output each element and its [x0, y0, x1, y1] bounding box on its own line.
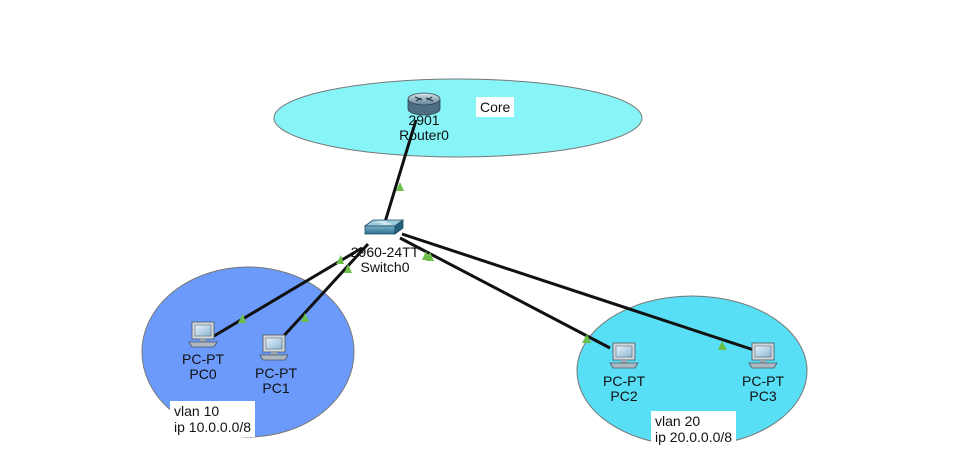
pc3-model: PC-PT [742, 373, 784, 389]
core-label-text: Core [480, 99, 511, 115]
vlan10-name: vlan 10 [174, 403, 220, 419]
link-indicator [582, 334, 591, 343]
link-switch0-pc3[interactable] [401, 232, 761, 354]
router0-name: Router0 [399, 127, 449, 143]
pc1-label: PC-PT PC1 [241, 366, 311, 396]
link-indicator [301, 313, 309, 322]
vlan20-name: vlan 20 [655, 413, 701, 429]
link-indicator [396, 182, 404, 191]
pc3-name: PC3 [749, 388, 777, 404]
link-indicator [718, 341, 727, 350]
router0-label: 2901 Router0 [384, 113, 464, 143]
pc-icon[interactable] [609, 342, 639, 369]
core-area [273, 78, 643, 158]
switch0-name: Switch0 [360, 259, 410, 275]
link-router0-switch0[interactable] [380, 119, 418, 233]
pc1-name: PC1 [262, 380, 290, 396]
pc0-name: PC0 [189, 366, 217, 382]
switch0-model: 2960-24TT [350, 244, 420, 260]
link-indicator [344, 264, 352, 273]
link-indicator [426, 252, 434, 261]
vlan10-area [141, 266, 355, 438]
switch-icon[interactable] [363, 219, 405, 235]
pc-icon[interactable] [188, 321, 218, 348]
pc0-model: PC-PT [182, 351, 224, 367]
router-icon[interactable] [407, 92, 441, 116]
pc1-model: PC-PT [255, 365, 297, 381]
pc0-label: PC-PT PC0 [168, 352, 238, 382]
pc2-label: PC-PT PC2 [589, 374, 659, 404]
vlan20-note: vlan 20 ip 20.0.0.0/8 [651, 411, 737, 447]
link-indicator [238, 314, 246, 323]
vlan10-network: ip 10.0.0.0/8 [174, 419, 252, 435]
vlan10-note: vlan 10 ip 10.0.0.0/8 [170, 401, 256, 437]
link-indicator [336, 255, 344, 264]
pc2-model: PC-PT [603, 373, 645, 389]
link-switch0-pc1[interactable] [278, 242, 370, 342]
switch0-label: 2960-24TT Switch0 [335, 245, 435, 275]
link-switch0-pc0[interactable] [213, 246, 363, 338]
vlan20-network: ip 20.0.0.0/8 [655, 429, 733, 445]
core-area-label: Core [476, 97, 515, 117]
pc-icon[interactable] [259, 334, 289, 361]
pc-icon[interactable] [748, 342, 778, 369]
router0-model: 2901 [408, 112, 440, 128]
pc3-label: PC-PT PC3 [728, 374, 798, 404]
pc2-name: PC2 [610, 388, 638, 404]
